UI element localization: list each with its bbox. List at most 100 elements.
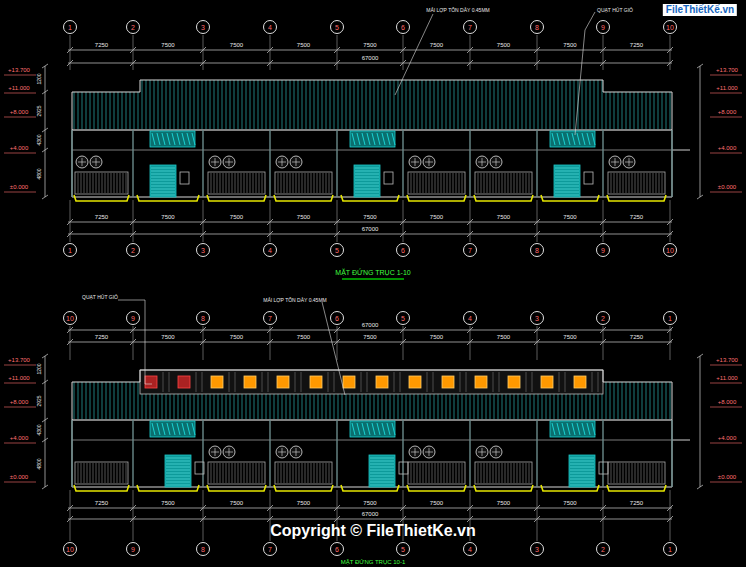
cladding-stripe xyxy=(650,382,651,419)
vent-window xyxy=(145,376,157,388)
grille-bar xyxy=(117,463,118,483)
exhaust-fan xyxy=(276,446,288,458)
grid-number: 1 xyxy=(68,247,72,254)
louver-hatch xyxy=(577,133,580,145)
vent-window xyxy=(574,376,586,388)
louver-line xyxy=(229,372,230,392)
annotation-text: 7250 xyxy=(630,214,643,220)
roller-door xyxy=(150,165,176,197)
grid-number: 6 xyxy=(335,315,339,322)
louver-line xyxy=(268,372,269,392)
annotation-text: 67000 xyxy=(362,55,379,61)
annotation-text: +13.700 xyxy=(8,67,30,73)
grille-bar xyxy=(641,173,642,193)
fan-blade xyxy=(482,448,483,456)
grid-number: 6 xyxy=(401,24,405,31)
cladding-stripe xyxy=(598,80,599,129)
annotation-text: MÁI LỢP TÔN DÀY 0.45MM xyxy=(263,298,326,303)
grille-bar xyxy=(256,463,257,483)
annotation-text: Copyright © FileThietKe.vn xyxy=(270,523,476,539)
louver-hatch xyxy=(557,423,560,435)
fan-blade xyxy=(282,448,283,456)
roller-door xyxy=(165,455,191,487)
foundation-line xyxy=(274,485,333,491)
foundation-line xyxy=(407,195,466,201)
building-outline xyxy=(72,370,672,487)
grille-bar xyxy=(90,463,91,483)
grid-number: 2 xyxy=(131,24,135,31)
grille-bar xyxy=(302,463,303,483)
fan-blade xyxy=(496,158,497,166)
grille-bar xyxy=(653,463,654,483)
grille-bar xyxy=(520,173,521,193)
annotation-text: 7250 xyxy=(95,334,108,340)
grille-bar xyxy=(232,173,233,193)
grid-leader xyxy=(133,35,134,70)
grille-bar xyxy=(496,463,497,483)
column-line xyxy=(202,420,203,487)
grid-number: 4 xyxy=(268,24,272,31)
column-line xyxy=(469,420,470,487)
annotation-text: 7250 xyxy=(630,500,643,506)
grille-bar xyxy=(114,463,115,483)
grille-bar xyxy=(247,173,248,193)
door-slat xyxy=(570,458,594,459)
grille-bar xyxy=(126,173,127,193)
grid-bubble: 1 xyxy=(63,243,77,257)
grille-bar xyxy=(105,463,106,483)
grille-bar xyxy=(102,173,103,193)
column-line xyxy=(269,420,270,487)
grid-bubble: 6 xyxy=(330,311,344,325)
grille-bar xyxy=(235,173,236,193)
grille-bar xyxy=(650,173,651,193)
exhaust-fan xyxy=(476,156,488,168)
grille-bar xyxy=(508,173,509,193)
door-slat xyxy=(355,171,379,172)
grille-bar xyxy=(108,463,109,483)
grille-bar xyxy=(526,463,527,483)
grille-bar xyxy=(411,463,412,483)
annotation-text: 7500 xyxy=(430,500,443,506)
dimension-line xyxy=(45,66,46,197)
grid-number: 9 xyxy=(601,24,605,31)
cladding-stripe xyxy=(90,92,91,129)
grille-bar xyxy=(259,173,260,193)
grille-bar xyxy=(487,463,488,483)
annotation-text: MẶT ĐỨNG TRỤC 10-1 xyxy=(341,559,406,565)
cladding-stripe xyxy=(538,80,539,129)
grille-bar xyxy=(214,463,215,483)
door-slat xyxy=(166,464,190,465)
grid-number: 3 xyxy=(535,546,539,553)
cladding-stripe xyxy=(602,80,603,129)
cladding-stripe xyxy=(102,382,103,419)
cladding-stripe xyxy=(158,80,159,129)
grille-frame xyxy=(475,172,532,194)
column-line xyxy=(336,420,337,487)
annotation-text: 7500 xyxy=(161,42,174,48)
level-line xyxy=(710,482,742,483)
cladding-stripe xyxy=(494,80,495,129)
louver-hatch xyxy=(552,133,555,145)
dimension-tick xyxy=(42,148,48,152)
grid-leader xyxy=(537,490,538,541)
grille-bar xyxy=(611,173,612,193)
column-line xyxy=(202,130,203,197)
grille-bar xyxy=(326,463,327,483)
grille-bar xyxy=(444,463,445,483)
door-slat xyxy=(151,195,175,196)
louver-hatch xyxy=(357,423,360,435)
grid-bubble: 10 xyxy=(663,20,677,34)
door-slat xyxy=(355,189,379,190)
cladding-stripe xyxy=(82,92,83,129)
door-panel xyxy=(195,462,204,474)
grille-bar xyxy=(635,463,636,483)
foundation-line xyxy=(474,195,533,201)
grille-bar xyxy=(287,463,288,483)
cladding-stripe xyxy=(362,80,363,129)
grid-leader xyxy=(70,200,71,242)
cladding-stripe xyxy=(142,80,143,129)
level-line xyxy=(4,117,36,118)
grille-bar xyxy=(317,463,318,483)
door-slat xyxy=(355,192,379,193)
cladding-stripe xyxy=(490,80,491,129)
